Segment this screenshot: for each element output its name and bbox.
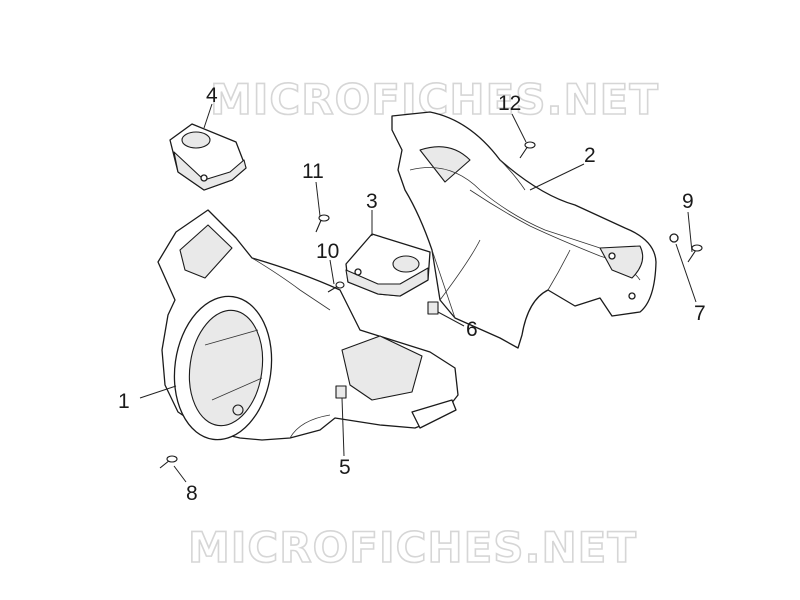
- part-5-clip[interactable]: [335, 385, 347, 399]
- part-12-screw[interactable]: [519, 141, 536, 159]
- callout-9: 9: [682, 190, 694, 213]
- part-9-screw[interactable]: [687, 244, 703, 263]
- callout-6: 6: [466, 318, 478, 341]
- part-1-front-handlebar-cover[interactable]: [157, 209, 459, 446]
- leader-lines: [139, 103, 697, 483]
- part-11-screw[interactable]: [315, 214, 330, 233]
- part-2-rear-handlebar-cover[interactable]: [391, 111, 657, 349]
- callout-7: 7: [694, 302, 706, 325]
- callout-5: 5: [339, 456, 351, 479]
- callout-10: 10: [316, 240, 339, 263]
- callout-4: 4: [206, 84, 218, 107]
- callout-12: 12: [498, 92, 521, 115]
- callout-11: 11: [302, 160, 324, 183]
- callout-8: 8: [186, 482, 198, 505]
- watermark-bottom: MICROFICHES.NET: [188, 523, 637, 572]
- callout-1: 1: [118, 390, 130, 413]
- part-8-screw[interactable]: [159, 455, 178, 469]
- part-10-screw[interactable]: [327, 281, 345, 293]
- part-4-small-cover[interactable]: [169, 123, 247, 191]
- part-7-washer[interactable]: [669, 233, 679, 243]
- watermark-top: MICROFICHES.NET: [210, 75, 659, 124]
- part-3-cap[interactable]: [345, 233, 431, 297]
- callout-2: 2: [584, 144, 596, 167]
- callout-3: 3: [366, 190, 378, 213]
- part-6-clip[interactable]: [427, 301, 439, 315]
